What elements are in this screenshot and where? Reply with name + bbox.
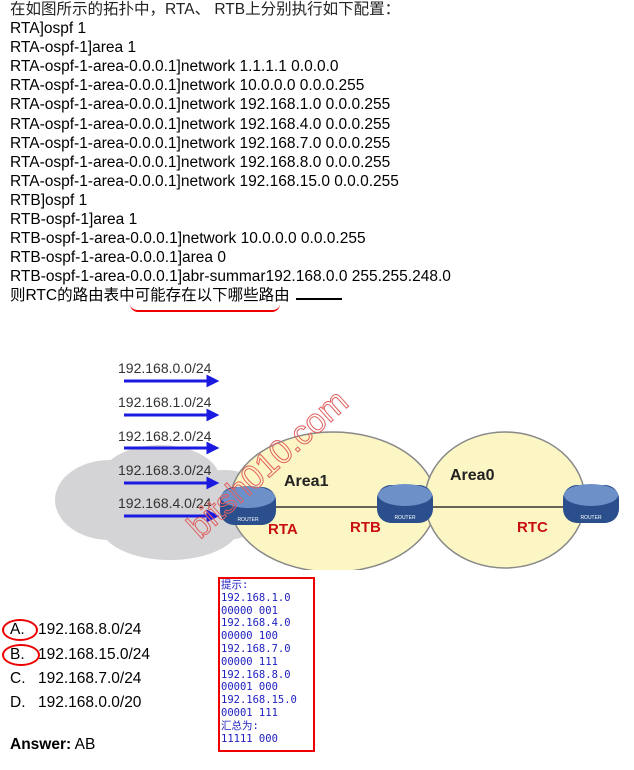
option-a[interactable]: A.192.168.8.0/24 xyxy=(10,621,142,638)
config-line: RTA-ospf-1-area-0.0.0.1]network 192.168.… xyxy=(10,134,391,152)
hint-box: 提示: 192.168.1.0 00000 001 192.168.4.0 00… xyxy=(218,577,315,752)
config-line: RTB-ospf-1]area 1 xyxy=(10,211,138,229)
network-label: 192.168.0.0/24 xyxy=(118,360,212,376)
hint-line: 192.168.1.0 xyxy=(221,591,291,604)
config-line: RTB-ospf-1-area-0.0.0.1]area 0 xyxy=(10,249,226,267)
config-line: RTB]ospf 1 xyxy=(10,191,88,209)
config-line: RTB-ospf-1-area-0.0.0.1]abr-summar192.16… xyxy=(10,268,451,286)
network-label: 192.168.3.0/24 xyxy=(118,462,212,478)
topology-diagram: 192.168.0.0/24 192.168.1.0/24 192.168.2.… xyxy=(55,360,619,570)
hint-line: 11111 000 xyxy=(221,732,278,745)
config-line: RTA-ospf-1-area-0.0.0.1]network 192.168.… xyxy=(10,96,391,114)
option-d[interactable]: D.192.168.0.0/20 xyxy=(10,694,142,711)
config-line: RTA-ospf-1-area-0.0.0.1]network 1.1.1.1 … xyxy=(10,58,339,76)
router-label-rtc: RTC xyxy=(517,519,548,536)
svg-text:ROUTER: ROUTER xyxy=(237,517,259,523)
hint-line: 00001 000 xyxy=(221,681,278,694)
hint-line: 00000 111 xyxy=(221,655,278,668)
config-line: RTB-ospf-1-area-0.0.0.1]network 10.0.0.0… xyxy=(10,230,366,248)
area0-label: Area0 xyxy=(450,467,495,484)
hint-line: 192.168.7.0 xyxy=(221,642,291,655)
hint-line: 00001 111 xyxy=(221,706,278,719)
hint-line: 00000 001 xyxy=(221,604,278,617)
config-line: RTA-ospf-1-area-0.0.0.1]network 192.168.… xyxy=(10,172,399,190)
router-label-rtb: RTB xyxy=(350,519,381,536)
network-label: 192.168.4.0/24 xyxy=(118,495,212,511)
config-line: RTA-ospf-1-area-0.0.0.1]network 192.168.… xyxy=(10,153,391,171)
hint-line: 192.168.15.0 xyxy=(221,694,297,707)
network-labels: 192.168.0.0/24 192.168.1.0/24 192.168.2.… xyxy=(118,360,212,511)
network-label: 192.168.1.0/24 xyxy=(118,394,212,410)
question-text: 在如图所示的拓扑中，RTA、 RTB上分别执行如下配置： RTA]ospf 1 … xyxy=(10,0,451,306)
question-prompt: 则RTC的路由表中可能存在以下哪些路由 xyxy=(10,286,451,305)
router-icon: ROUTER xyxy=(563,484,619,523)
answer-blank xyxy=(295,286,342,301)
option-b[interactable]: B.192.168.15.0/24 xyxy=(10,646,151,663)
config-line: RTA-ospf-1-area-0.0.0.1]network 192.168.… xyxy=(10,115,391,133)
hint-line: 192.168.8.0 xyxy=(221,668,291,681)
network-label: 192.168.2.0/24 xyxy=(118,428,212,444)
hint-line: 汇总为: xyxy=(221,719,259,732)
router-label-rta: RTA xyxy=(268,521,298,538)
question-intro: 在如图所示的拓扑中，RTA、 RTB上分别执行如下配置： xyxy=(10,1,401,18)
area1-label: Area1 xyxy=(284,473,329,490)
selected-circle-a xyxy=(2,619,38,641)
answer: Answer: AB xyxy=(10,736,96,753)
option-c[interactable]: C.192.168.7.0/24 xyxy=(10,670,142,687)
route-arrows xyxy=(124,374,220,523)
area0-ellipse xyxy=(424,431,586,569)
config-line: RTA-ospf-1-area-0.0.0.1]network 10.0.0.0… xyxy=(10,77,365,95)
red-underline-mark xyxy=(130,304,280,312)
router-icon: ROUTER xyxy=(377,484,433,523)
hint-line: 提示: xyxy=(221,579,249,591)
config-line: RTA]ospf 1 xyxy=(10,20,87,38)
config-line: RTA-ospf-1]area 1 xyxy=(10,39,137,57)
svg-text:ROUTER: ROUTER xyxy=(394,515,416,521)
router-icon: ROUTER xyxy=(220,486,276,525)
hint-line: 192.168.4.0 xyxy=(221,617,291,630)
selected-circle-b xyxy=(2,644,40,666)
svg-text:ROUTER: ROUTER xyxy=(580,515,602,521)
hint-line: 00000 100 xyxy=(221,630,278,643)
